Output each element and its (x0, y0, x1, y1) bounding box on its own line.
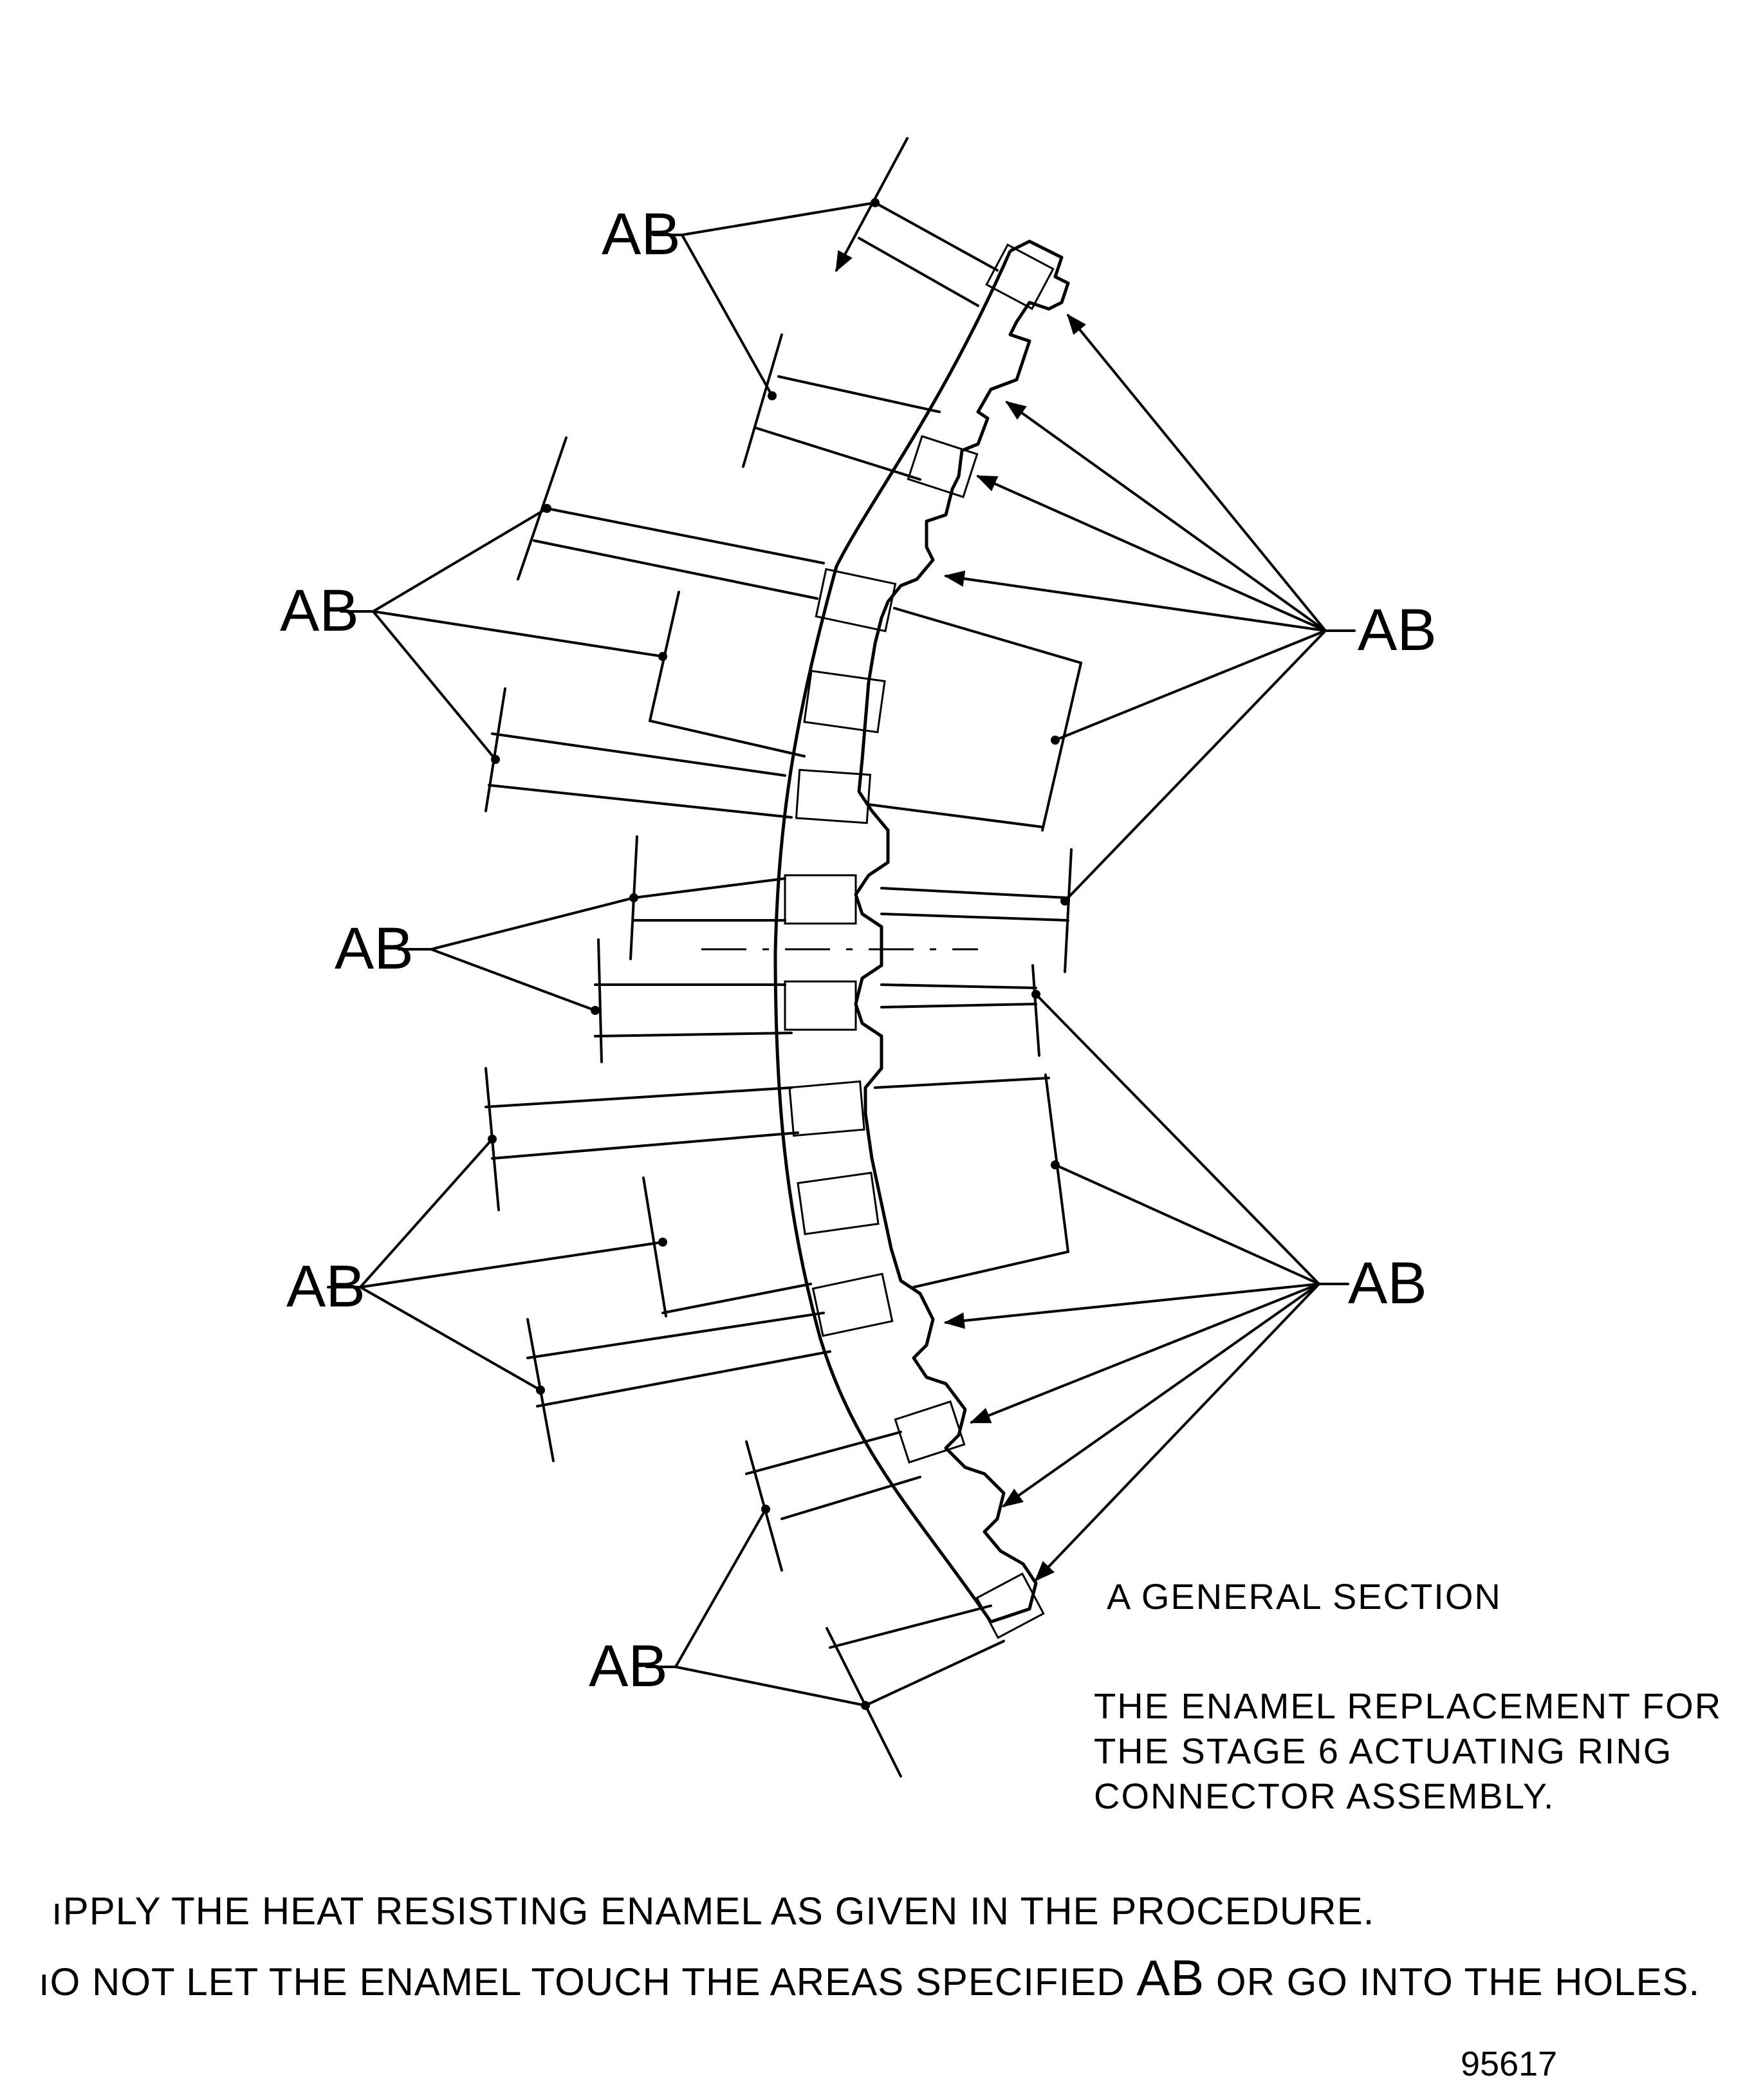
note-line-1: ıPPLY THE HEAT RESISTING ENAMEL AS GIVEN… (51, 1890, 1374, 1933)
description-line-1: THE ENAMEL REPLACEMENT FOR (1094, 1686, 1722, 1726)
description-line-2: THE STAGE 6 ACTUATING RING (1094, 1731, 1672, 1771)
figure-number: 95617 (1461, 2045, 1557, 2083)
ring-outer-edge-upper (854, 239, 1070, 1624)
ring-inner-edge (773, 250, 1012, 1623)
ab-label-right-lower: AB (1348, 1250, 1427, 1316)
section-title: A GENERAL SECTION (1107, 1576, 1502, 1617)
ring-section (701, 239, 1070, 1639)
note-line-2-start: ıO NOT LET THE ENAMEL TOUCH THE AREAS SP… (39, 1960, 1136, 2003)
ab-label-bottom-left: AB (589, 1633, 668, 1699)
connector-blocks (784, 243, 1055, 1639)
note-line-2: ıO NOT LET THE ENAMEL TOUCH THE AREAS SP… (39, 1949, 1700, 2006)
dimension-dots (488, 198, 1069, 1710)
ab-label-right-upper: AB (1358, 597, 1437, 663)
ab-label-top-left: AB (602, 201, 681, 267)
ab-label-upper-left: AB (280, 578, 359, 644)
note-line-2-end: OR GO INTO THE HOLES. (1205, 1960, 1700, 2003)
description-line-3: CONNECTOR ASSEMBLY. (1094, 1776, 1555, 1816)
note-ab-mark: AB (1136, 1949, 1205, 2006)
leader-lines (359, 137, 1327, 1778)
ab-label-middle-left: AB (335, 916, 414, 981)
ab-label-lower-left: AB (286, 1254, 365, 1319)
ab-labels: AB AB AB AB AB AB AB (280, 201, 1437, 1699)
